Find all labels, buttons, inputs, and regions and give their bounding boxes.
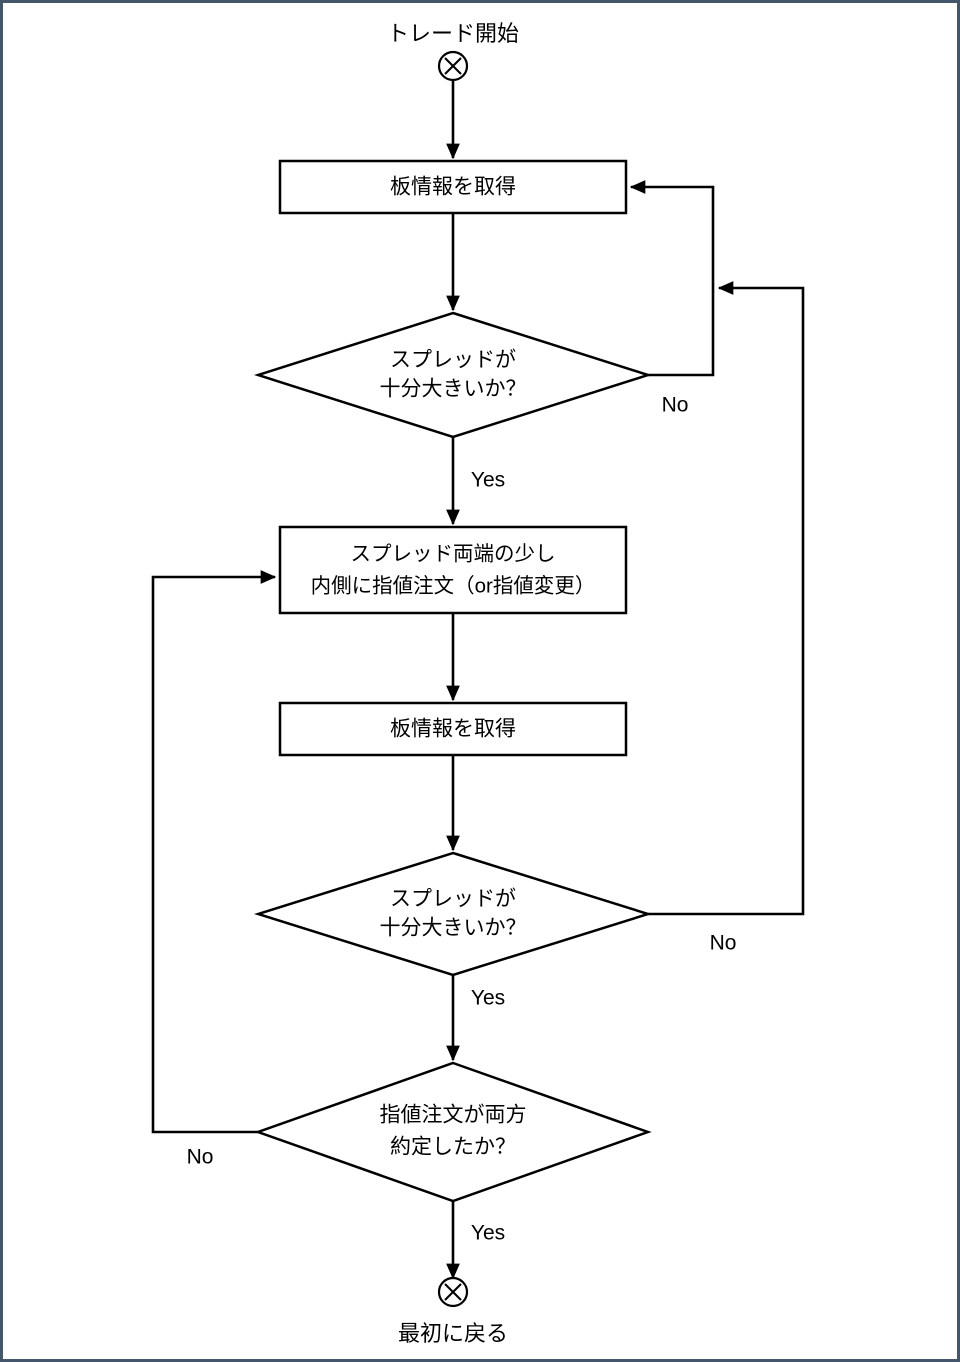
decision-spread-1-label-line2: 十分大きいか？: [380, 378, 527, 401]
decision-both-filled-shape: [254, 1061, 652, 1203]
decision-spread-1-shape: [253, 311, 653, 439]
decision-spread-2-label-line2: 十分大きいか？: [380, 917, 527, 940]
edge-decision1-no-to-getbook1: [629, 180, 715, 377]
process-place-order-box: [278, 525, 628, 615]
start-connector-x-stroke-2: [444, 57, 462, 75]
start-connector: [437, 50, 469, 82]
process-place-order-label-line1: スプレッド両端の少し: [351, 542, 556, 565]
decision-both-filled-label-line2: 約定したか？: [390, 1136, 516, 1159]
process-get-book-1: 板情報を取得: [278, 159, 628, 215]
edge-label-no-2: No: [710, 932, 737, 955]
process-get-book-1-label: 板情報を取得: [390, 176, 516, 199]
end-connector-x-stroke-2: [444, 1283, 462, 1301]
decision-spread-2-label-line1: スプレッドが: [390, 888, 516, 911]
edge-decision2-no-to-getbook1: [648, 281, 805, 916]
decision-spread-1: スプレッドが 十分大きいか？: [253, 311, 653, 439]
start-caption: トレード開始: [387, 21, 519, 46]
edge-label-yes-1: Yes: [471, 469, 505, 492]
process-place-order: スプレッド両端の少し 内側に指値注文（or指値変更）: [278, 525, 628, 615]
decision-spread-2-shape: [253, 851, 653, 977]
decision-both-filled: 指値注文が両方 約定したか？: [254, 1061, 652, 1203]
flowchart-canvas: トレード開始 板情報を取得 スプレッドが 十分大きいか？ No Yes: [151, 21, 805, 1346]
process-get-book-2: 板情報を取得: [278, 701, 628, 757]
edge-label-yes-3: Yes: [471, 1222, 505, 1245]
edge-decision3-no-to-placeorder: [151, 570, 277, 1134]
edge-label-yes-2: Yes: [471, 987, 505, 1010]
end-caption: 最初に戻る: [398, 1321, 508, 1346]
process-get-book-2-label: 板情報を取得: [390, 718, 516, 741]
decision-spread-1-label-line1: スプレッドが: [390, 349, 516, 372]
edge-label-no-1: No: [662, 394, 689, 417]
decision-spread-2: スプレッドが 十分大きいか？: [253, 851, 653, 977]
edge-label-no-3: No: [187, 1146, 214, 1169]
decision-both-filled-label-line1: 指値注文が両方: [380, 1104, 527, 1127]
process-place-order-label-line2: 内側に指値注文（or指値変更）: [311, 574, 596, 597]
end-connector: [437, 1276, 469, 1308]
